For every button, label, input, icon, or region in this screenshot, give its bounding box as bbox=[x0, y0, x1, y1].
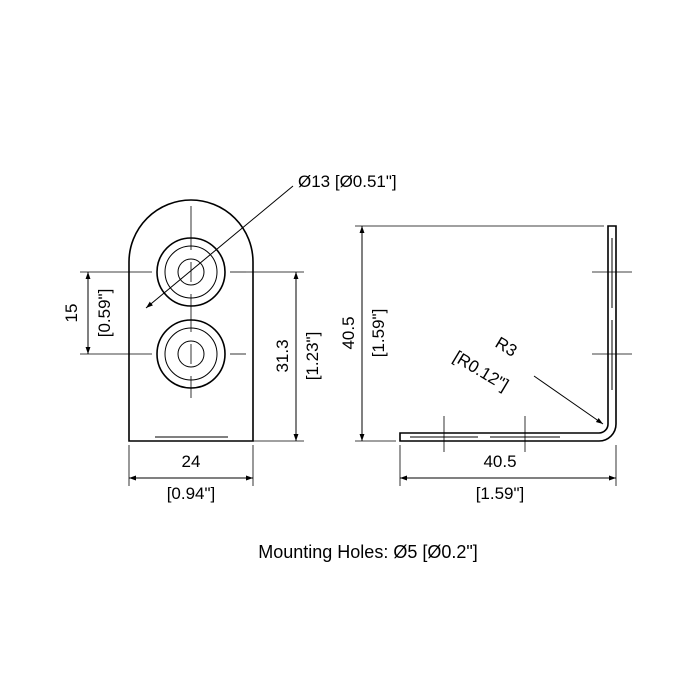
hole-spacing-mm-label: 15 bbox=[62, 304, 81, 323]
leg-height-mm-label: 40.5 bbox=[339, 316, 358, 349]
center-lines bbox=[190, 206, 246, 398]
width-in-label: [0.94"] bbox=[167, 484, 216, 503]
front-view: 15 [0.59"] 31.3 [1.23"] 24 [0.94"] Ø13 [… bbox=[62, 172, 397, 503]
width-mm-label: 24 bbox=[182, 452, 201, 471]
hole-diameter-label: Ø13 [Ø0.51"] bbox=[298, 172, 397, 191]
bracket-outline bbox=[128, 199, 254, 442]
side-center-lines bbox=[443, 271, 632, 452]
hole-height-in-label: [1.23"] bbox=[303, 332, 322, 381]
bend-radius-mm-label: R3 bbox=[492, 333, 520, 360]
diameter-leader-line bbox=[145, 185, 294, 309]
side-view: 40.5 [1.59"] 40.5 [1.59"] R3 [R0.12"] bbox=[339, 225, 632, 503]
leg-height-in-label: [1.59"] bbox=[369, 309, 388, 358]
hole-height-mm-label: 31.3 bbox=[273, 339, 292, 372]
radius-leader-line bbox=[533, 375, 604, 425]
leg-length-mm-label: 40.5 bbox=[483, 452, 516, 471]
mounting-holes-caption: Mounting Holes: Ø5 [Ø0.2"] bbox=[258, 542, 478, 562]
bracket-profile bbox=[399, 225, 617, 442]
leg-length-in-label: [1.59"] bbox=[476, 484, 525, 503]
hole-spacing-in-label: [0.59"] bbox=[95, 289, 114, 338]
